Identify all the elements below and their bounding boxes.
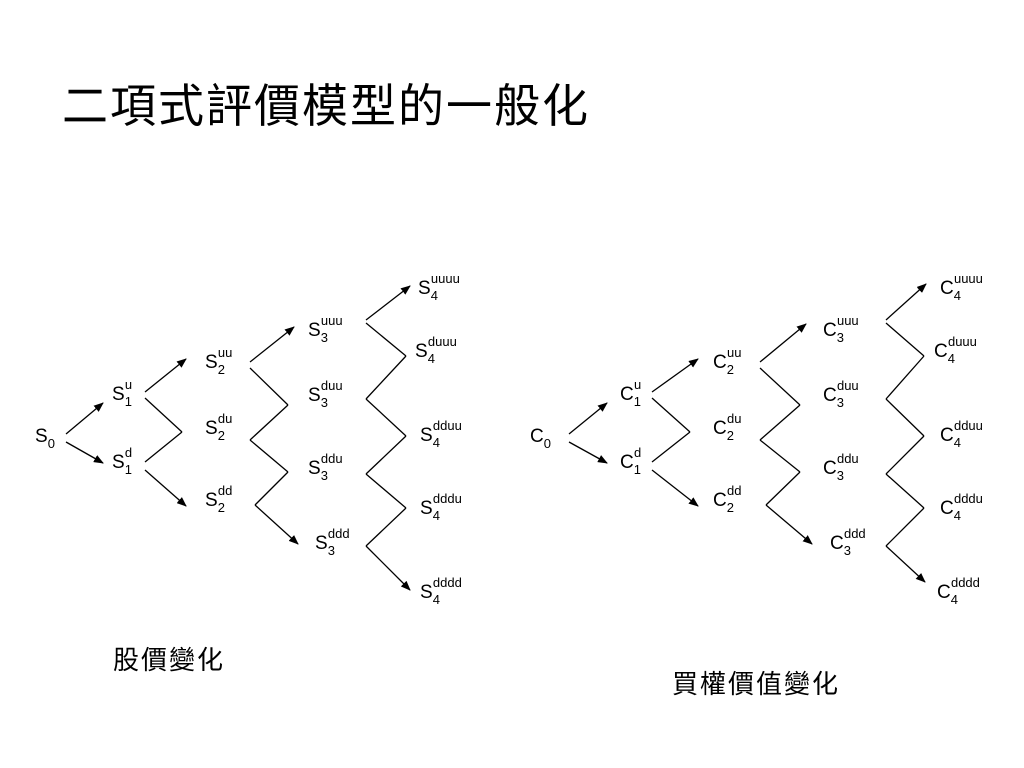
call-arrow-0	[568, 402, 608, 435]
call-connector-15	[885, 435, 925, 475]
call-node-c1u: C1u	[620, 377, 641, 409]
call-node-c0: C0	[530, 426, 551, 451]
stock-node-s0: S0	[35, 426, 55, 451]
call-connector-16	[885, 473, 925, 509]
call-connector-17	[885, 507, 925, 547]
call-connector-13	[885, 355, 925, 400]
call-node-c4dddd: C4dddd	[937, 575, 980, 607]
stock-connector-17	[365, 507, 407, 547]
stock-connector-13	[365, 355, 407, 400]
stock-connector-12	[365, 322, 407, 357]
stock-arrow-0	[65, 402, 104, 435]
stock-arrow-5	[144, 358, 187, 393]
call-connector-2	[651, 397, 691, 433]
call-connector-7	[759, 404, 801, 441]
call-node-c2uu: C2uu	[713, 345, 741, 377]
stock-connector-9	[254, 471, 289, 506]
call-arrow-19	[885, 283, 927, 321]
call-connector-8	[759, 439, 801, 473]
stock-arrow-18	[365, 545, 411, 591]
call-connector-6	[759, 367, 801, 406]
stock-node-s2du: S2du	[205, 411, 232, 443]
call-node-c3ddu: C3ddu	[823, 451, 859, 483]
call-node-c2dd: C2dd	[713, 483, 741, 515]
stock-node-s4dddu: S4dddu	[420, 491, 462, 523]
call-connector-14	[885, 398, 925, 437]
slide-title: 二項式評價模型的一般化	[62, 79, 590, 133]
stock-connector-16	[365, 473, 407, 509]
call-node-c3duu: C3duu	[823, 378, 859, 410]
stock-connector-2	[144, 397, 183, 433]
call-connector-9	[765, 471, 801, 506]
call-node-c1d: C1d	[620, 445, 641, 477]
call-node-c3ddd: C3ddd	[830, 526, 866, 558]
stock-node-s4dddd: S4dddd	[420, 575, 462, 607]
stock-node-s3ddu: S3ddu	[308, 451, 343, 483]
stock-node-s2uu: S2uu	[205, 345, 232, 377]
stock-connector-3	[144, 431, 183, 463]
stock-arrow-1	[65, 441, 104, 464]
call-node-c4dduu: C4dduu	[940, 418, 983, 450]
stock-arrow-19	[365, 285, 411, 321]
call-connector-3	[651, 431, 691, 463]
call-tree-caption: 買權價值變化	[672, 670, 841, 700]
stock-node-s1d: S1d	[112, 445, 132, 477]
stock-arrow-10	[254, 504, 299, 545]
stock-connector-14	[365, 398, 407, 437]
call-arrow-10	[765, 504, 813, 545]
stock-tree-caption: 股價變化	[113, 646, 226, 676]
call-node-c4dddu: C4dddu	[940, 491, 983, 523]
stock-arrow-11	[249, 326, 295, 363]
stock-connector-7	[249, 404, 289, 441]
stock-node-s4uuuu: S4uuuu	[418, 271, 460, 303]
call-node-c3uuu: C3uuu	[823, 313, 859, 345]
stock-arrow-4	[144, 469, 187, 507]
stock-connector-15	[365, 435, 407, 475]
stock-node-s1u: S1u	[112, 377, 132, 409]
stock-node-s3duu: S3duu	[308, 378, 343, 410]
stock-connector-6	[249, 367, 289, 406]
call-arrow-1	[568, 441, 608, 464]
stock-node-s2dd: S2dd	[205, 483, 232, 515]
call-arrow-18	[885, 545, 926, 583]
stock-node-s3ddd: S3ddd	[315, 526, 350, 558]
call-node-c4uuuu: C4uuuu	[940, 271, 983, 303]
stock-node-s4dduu: S4dduu	[420, 418, 462, 450]
call-node-c4duuu: C4duuu	[934, 334, 977, 366]
call-arrow-11	[759, 323, 807, 363]
call-arrow-4	[651, 469, 699, 507]
stock-node-s4duuu: S4duuu	[415, 334, 457, 366]
stock-node-s3uuu: S3uuu	[308, 313, 343, 345]
stock-connector-8	[249, 439, 289, 473]
call-arrow-5	[651, 358, 699, 393]
call-connector-12	[885, 322, 925, 357]
call-node-c2du: C2du	[713, 411, 741, 443]
